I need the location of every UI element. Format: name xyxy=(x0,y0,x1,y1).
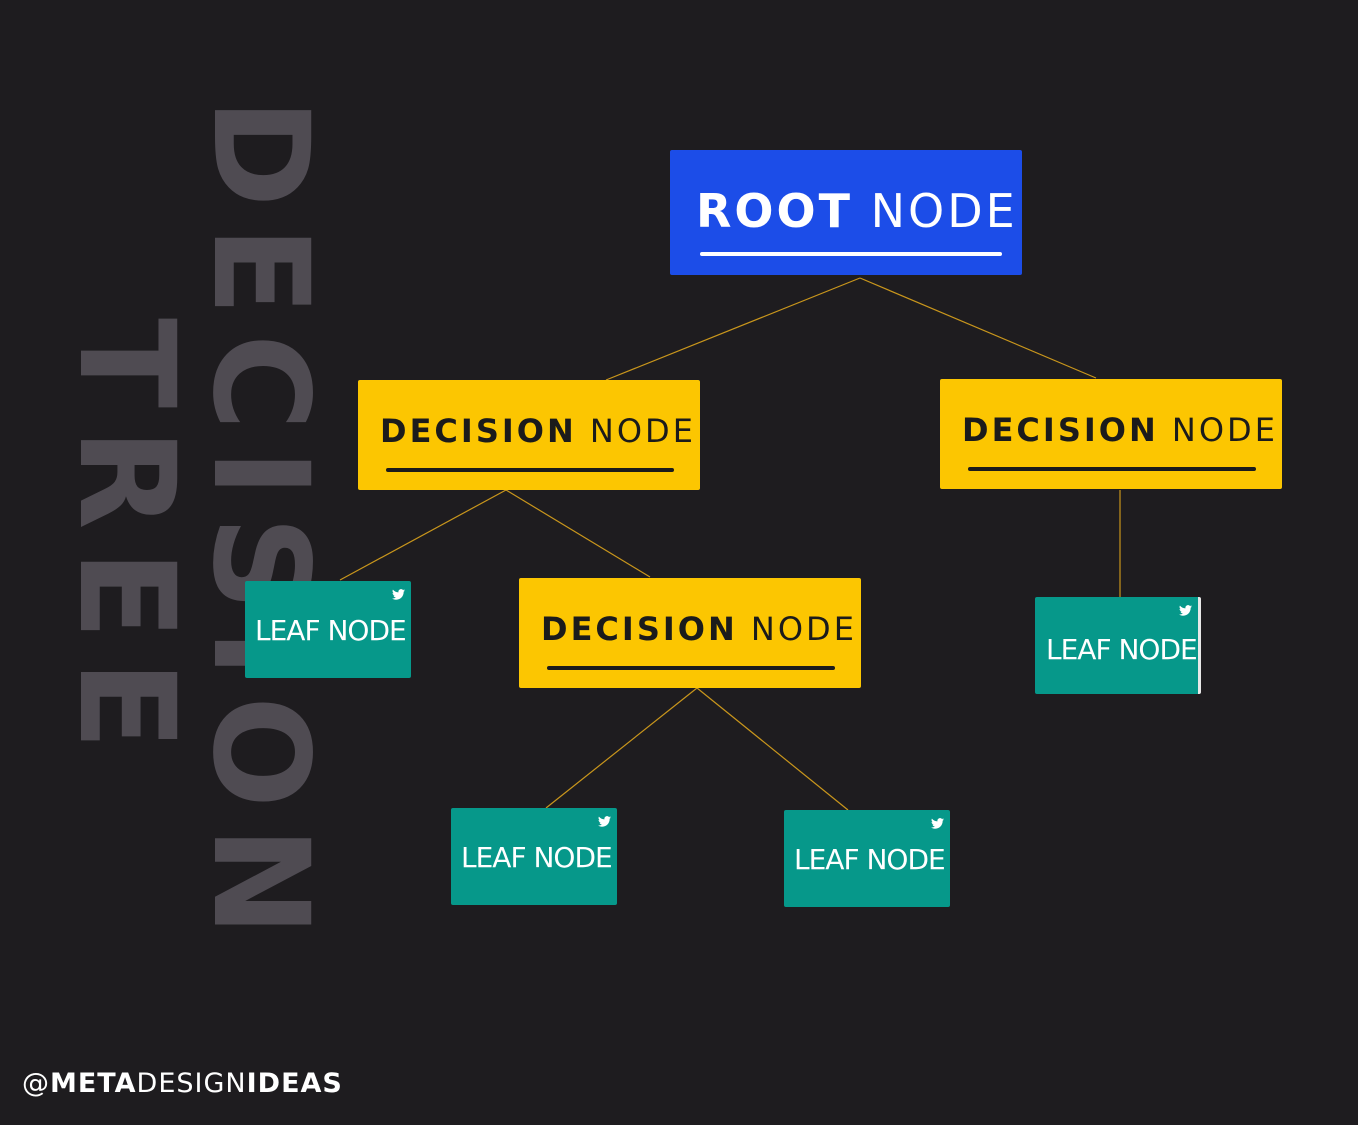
twitter-bird-icon xyxy=(1179,605,1192,616)
root-node-label-bold: ROOT xyxy=(696,184,854,238)
leaf-node-left-label-bold: LEAF xyxy=(255,614,321,647)
leaf-node-left-label: LEAF NODE xyxy=(255,614,407,647)
decision-node-left-label-bold: DECISION xyxy=(380,412,577,450)
decision-node-left-underline xyxy=(386,468,674,472)
decision-node-left-label: DECISION NODE xyxy=(380,412,696,450)
root-node-label: ROOT NODE xyxy=(696,184,1018,238)
root-node-label-light: NODE xyxy=(870,184,1018,238)
decision-node-right: DECISION NODE xyxy=(940,379,1282,489)
leaf-node-bottom-left-label: LEAF NODE xyxy=(461,841,613,874)
handle-at: @ xyxy=(22,1068,50,1099)
root-node: ROOT NODE xyxy=(670,150,1022,275)
leaf-node-bottom-right: LEAF NODE xyxy=(784,810,950,907)
decision-node-middle-label: DECISION NODE xyxy=(541,610,857,648)
decision-node-right-label: DECISION NODE xyxy=(962,411,1278,449)
decision-node-right-label-bold: DECISION xyxy=(962,411,1159,449)
leaf-node-left-label-light: NODE xyxy=(327,614,406,647)
decision-node-middle-label-bold: DECISION xyxy=(541,610,738,648)
decision-node-left: DECISION NODE xyxy=(358,380,700,490)
leaf-node-bottom-right-label-bold: LEAF xyxy=(794,843,860,876)
decision-node-right-label-light: NODE xyxy=(1171,411,1278,449)
leaf-node-bottom-right-label: LEAF NODE xyxy=(794,843,946,876)
handle-part2: DESIGN xyxy=(136,1068,247,1099)
leaf-node-bottom-right-label-light: NODE xyxy=(866,843,945,876)
connector-decision-middle-leaf-bottom-right xyxy=(696,687,849,811)
leaf-node-right: LEAF NODE xyxy=(1035,597,1201,694)
decision-node-right-underline xyxy=(968,467,1256,471)
leaf-node-bottom-left: LEAF NODE xyxy=(451,808,617,905)
leaf-node-left: LEAF NODE xyxy=(245,581,411,678)
decision-node-middle-underline xyxy=(547,666,835,670)
decision-node-middle-label-light: NODE xyxy=(750,610,857,648)
leaf-node-bottom-left-label-bold: LEAF xyxy=(461,841,527,874)
root-node-underline xyxy=(700,252,1002,256)
handle-part3: IDEAS xyxy=(246,1068,343,1099)
decision-node-middle: DECISION NODE xyxy=(519,578,861,688)
twitter-bird-icon xyxy=(598,816,611,827)
handle-part1: META xyxy=(50,1068,137,1099)
connector-root-decision-right xyxy=(859,277,1097,379)
connector-decision-middle-leaf-bottom-left xyxy=(545,687,698,809)
author-handle: @METADESIGNIDEAS xyxy=(22,1068,343,1099)
connector-root-decision-left xyxy=(605,277,861,381)
twitter-bird-icon xyxy=(392,589,405,600)
leaf-node-bottom-left-label-light: NODE xyxy=(533,841,612,874)
decision-node-left-label-light: NODE xyxy=(589,412,696,450)
leaf-node-right-label-light: NODE xyxy=(1118,633,1197,666)
connector-decision-left-decision-middle xyxy=(505,489,651,578)
twitter-bird-icon xyxy=(931,818,944,829)
leaf-node-right-label: LEAF NODE xyxy=(1046,633,1198,666)
connector-decision-left-leaf-left xyxy=(339,489,507,581)
leaf-node-right-label-bold: LEAF xyxy=(1046,633,1112,666)
